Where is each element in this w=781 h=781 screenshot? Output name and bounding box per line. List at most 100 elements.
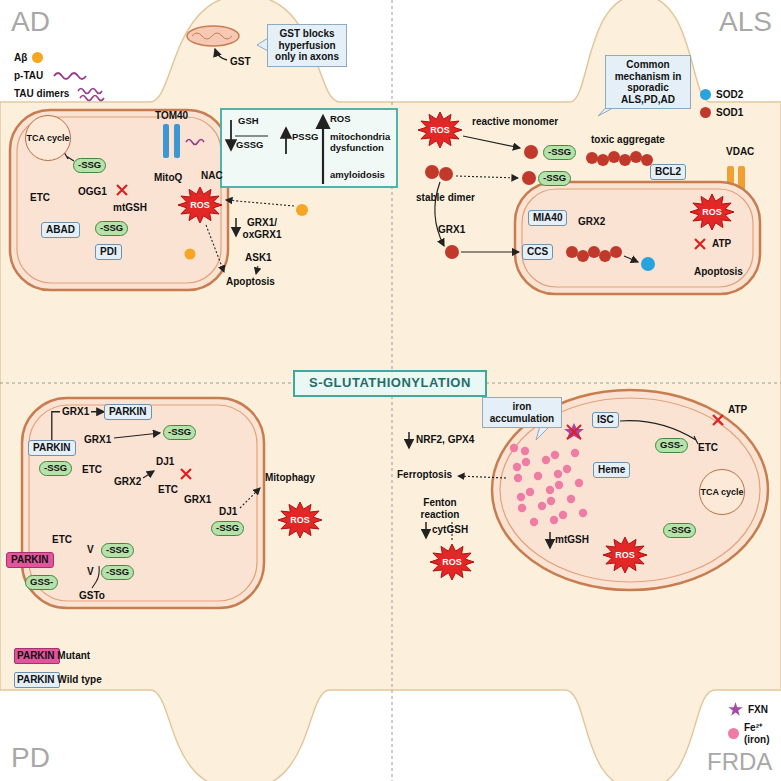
node-text: GSS- bbox=[660, 440, 683, 451]
cycle-circle: TCA cycle bbox=[699, 469, 745, 515]
panel-title: ALS bbox=[719, 6, 772, 38]
summary-box: GSHGSSGPSSGROSmitochondria dysfunctionam… bbox=[220, 108, 398, 188]
iron-cluster bbox=[510, 444, 587, 526]
iron-dot bbox=[554, 470, 562, 478]
node-text: PSSG bbox=[292, 132, 318, 143]
annotation: TOM40 bbox=[155, 110, 188, 122]
glutathione-tag: -SSG bbox=[543, 145, 576, 160]
annotation: GRX1/ oxGRX1 bbox=[239, 217, 285, 240]
iron-dot bbox=[547, 497, 555, 505]
red-x bbox=[695, 239, 705, 249]
legend-item: SOD1 bbox=[700, 107, 743, 119]
inner-membrane bbox=[17, 117, 221, 283]
node-text: ROS bbox=[615, 550, 635, 560]
annotation: ETC bbox=[52, 534, 72, 546]
annotation: reactive monomer bbox=[472, 116, 558, 128]
mitochondrion bbox=[515, 182, 760, 294]
cycle-circle: TCA cycle bbox=[25, 115, 71, 161]
iron-dot bbox=[559, 511, 567, 519]
node-text: -SSG bbox=[216, 523, 239, 534]
annotation: GRX1 bbox=[184, 494, 211, 506]
panel-title: AD bbox=[11, 6, 50, 38]
drawing-part bbox=[608, 151, 620, 163]
annotation: cytGSH bbox=[432, 524, 468, 536]
abeta bbox=[185, 249, 196, 260]
node-text: TCA cycle bbox=[26, 133, 69, 143]
inhibition bbox=[64, 152, 74, 161]
iron-dot bbox=[575, 479, 583, 487]
annotation: GST bbox=[230, 56, 251, 68]
legend-swatch bbox=[700, 107, 711, 118]
protein-box: PDI bbox=[95, 244, 122, 260]
legend-swatch bbox=[728, 702, 743, 717]
annotation: NRF2, GPX4 bbox=[416, 434, 474, 446]
tau-squiggle bbox=[78, 89, 102, 94]
iron-dot bbox=[513, 463, 521, 471]
annotation: ASK1 bbox=[245, 252, 272, 264]
tom40-channel bbox=[174, 124, 180, 158]
ros-burst: ROS bbox=[690, 194, 734, 230]
protein-box: PARKIN bbox=[104, 404, 152, 420]
node-text: PARKIN bbox=[11, 554, 49, 566]
arrow bbox=[114, 433, 160, 438]
iron-dot bbox=[534, 472, 542, 480]
fraction-line bbox=[235, 135, 268, 136]
annotation: ETC bbox=[698, 442, 718, 454]
abeta bbox=[296, 204, 308, 216]
ros-burst: ROS bbox=[603, 537, 647, 573]
glutathione-tag: -SSG bbox=[538, 171, 571, 186]
node-text: -SSG bbox=[543, 173, 566, 184]
annotation: GSTo bbox=[79, 590, 105, 602]
node-text: ISC bbox=[597, 414, 614, 426]
iron-dot bbox=[567, 495, 575, 503]
legend-item: SOD2 bbox=[700, 89, 743, 101]
legend-text: SOD1 bbox=[716, 107, 743, 119]
cristae bbox=[192, 33, 232, 39]
callout-box: Common mechanism in sporadic ALS,PD,AD bbox=[605, 55, 691, 109]
annotation: Apoptosis bbox=[226, 276, 275, 288]
node-text: -SSG bbox=[78, 160, 101, 171]
drawing-part bbox=[588, 246, 600, 258]
arrow bbox=[435, 182, 444, 246]
glutathione-tag: -SSG bbox=[95, 221, 128, 236]
sod1-dimer bbox=[425, 165, 439, 179]
drawing-part bbox=[577, 250, 589, 262]
glutathione-tag: -SSG bbox=[211, 521, 244, 536]
ros-burst-outline bbox=[278, 502, 322, 538]
panel-title: PD bbox=[11, 742, 50, 774]
node-text: -SSG bbox=[548, 147, 571, 158]
annotation: ETC bbox=[158, 484, 178, 496]
annotation: ETC bbox=[30, 192, 50, 204]
drawing-part bbox=[586, 152, 598, 164]
panel-title: FRDA bbox=[707, 748, 772, 776]
node-text: PARKIN bbox=[109, 406, 147, 418]
arrow bbox=[624, 256, 638, 262]
down-arrow bbox=[549, 532, 551, 548]
legend-item: Fe²⁺ (iron) bbox=[728, 722, 781, 745]
annotation: DJ1 bbox=[219, 506, 237, 518]
title-banner: S-GLUTATHIONYLATION bbox=[293, 370, 487, 397]
drawing-part bbox=[619, 154, 631, 166]
red-x bbox=[567, 425, 581, 439]
fxn-star bbox=[564, 423, 584, 440]
legend-text: SOD2 bbox=[716, 89, 743, 101]
iron-dot bbox=[542, 456, 550, 464]
mitochondrion bbox=[22, 398, 264, 608]
node-text: ABAD bbox=[46, 224, 75, 236]
glutathione-tag: GSS- bbox=[655, 438, 688, 453]
inner-membrane bbox=[522, 189, 753, 287]
node-text: -SSG bbox=[106, 567, 129, 578]
sod2 bbox=[641, 257, 655, 271]
legend-item: PARKIN Wild type bbox=[17, 674, 102, 686]
mutant-protein-box: PARKIN bbox=[6, 552, 54, 568]
down-arrow bbox=[235, 218, 237, 236]
iron-dot bbox=[550, 516, 558, 524]
legend-item: p-TAU bbox=[14, 70, 43, 82]
drawing-part bbox=[597, 154, 609, 166]
glutathione-tag: -SSG bbox=[101, 543, 134, 558]
aggregate-chain bbox=[566, 246, 622, 262]
annotation: V bbox=[87, 566, 94, 578]
callout-box: GST blocks hyperfusion only in axons bbox=[267, 24, 347, 67]
legend-item: Aβ bbox=[14, 52, 43, 64]
